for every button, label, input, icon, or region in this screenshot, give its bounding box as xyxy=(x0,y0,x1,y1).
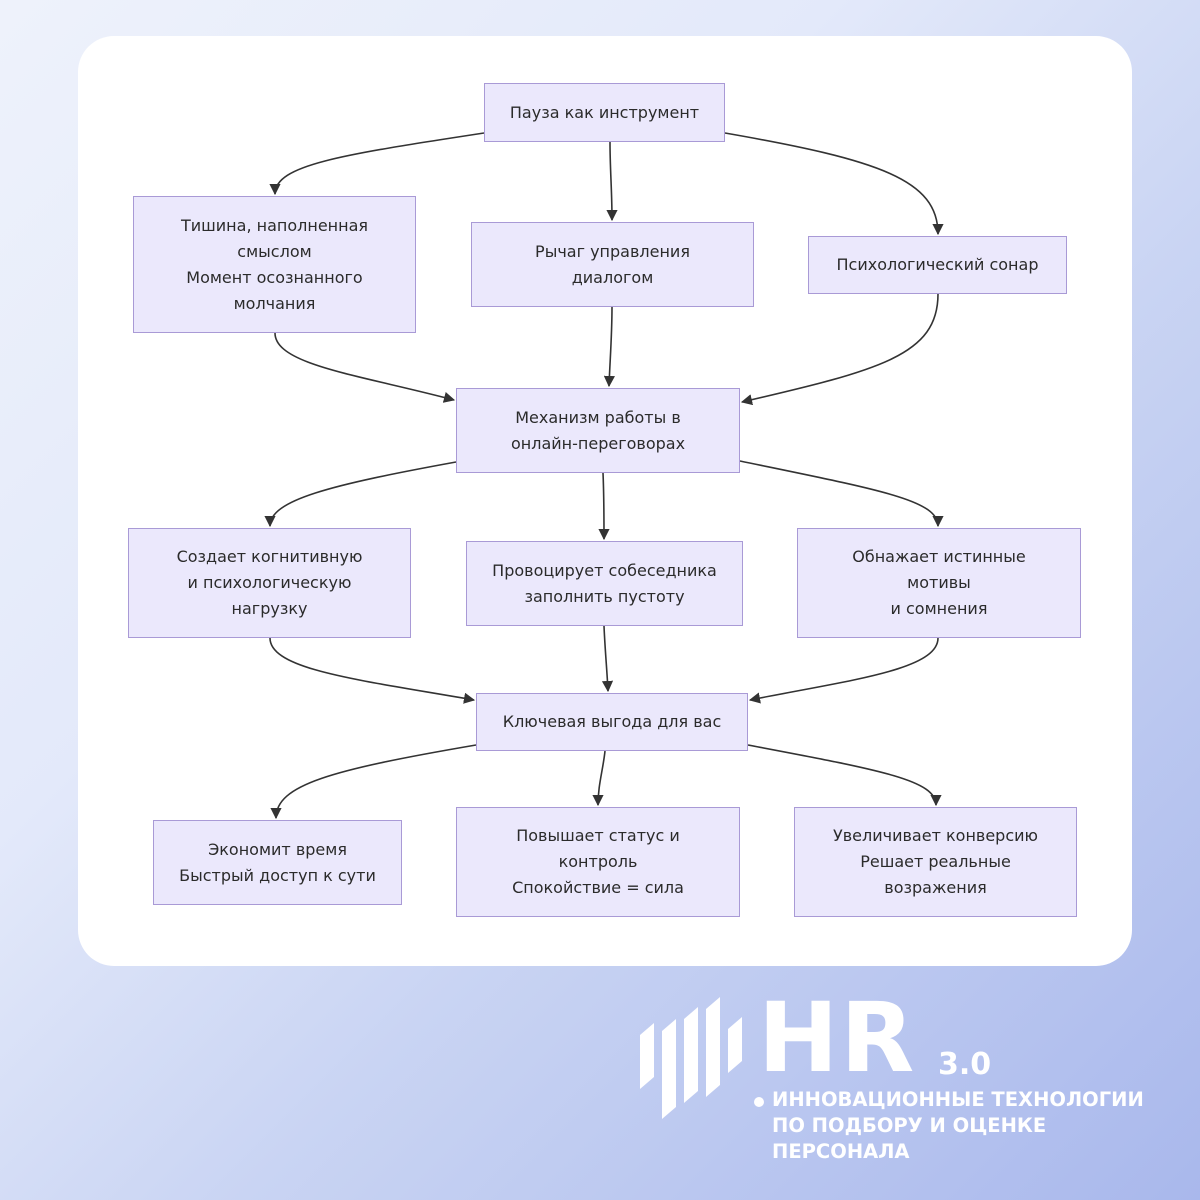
node-text-line: Ключевая выгода для вас xyxy=(502,712,722,731)
node-text-line: Быстрый доступ к сути xyxy=(179,865,376,885)
edge-benefit-to-time xyxy=(270,744,477,820)
logo-brand: HR xyxy=(758,982,917,1094)
edge-pause-to-silence xyxy=(269,132,485,196)
node-text-line: диалогом xyxy=(571,267,654,287)
edge-reveal-to-benefit xyxy=(748,637,939,704)
edge-pause-to-sonar xyxy=(724,132,944,236)
node-text-line: Увеличивает конверсию xyxy=(833,826,1038,845)
node-text-line: Момент осознанного xyxy=(186,267,363,287)
edge-benefit-to-conversion xyxy=(747,744,942,807)
node-text-line: Решает реальные xyxy=(860,852,1011,871)
node-text-line: Спокойствие = сила xyxy=(512,878,684,897)
node-text-line: Пауза как инструмент xyxy=(509,102,700,122)
edge-sonar-to-mechanism xyxy=(740,293,939,406)
logo-version: 3.0 xyxy=(938,1047,992,1082)
node-text-line: Создает когнитивную xyxy=(176,547,363,566)
node-sonar: Психологический сонар xyxy=(808,236,1067,294)
edge-provoke-to-benefit xyxy=(601,625,614,693)
logo-tagline: ИННОВАЦИОННЫЕ ТЕХНОЛОГИИ ПО ПОДБОРУ И ОЦ… xyxy=(772,1087,1144,1165)
node-lever: Рычаг управления диалогом xyxy=(471,222,754,307)
logo-bullet xyxy=(754,1097,764,1107)
node-text-line: возражения xyxy=(884,878,987,897)
node-provoke: Провоцирует собеседника заполнить пустоту xyxy=(466,541,743,626)
edge-mechanism-to-reveal xyxy=(739,460,944,528)
edge-mechanism-to-provoke xyxy=(598,472,610,541)
node-text-line: Механизм работы в xyxy=(515,407,681,427)
node-text-line: контроль xyxy=(558,852,638,871)
node-text-line: молчания xyxy=(233,293,316,313)
node-text-line: Экономит время xyxy=(208,839,347,859)
edge-benefit-to-status xyxy=(592,750,606,807)
edge-pause-to-lever xyxy=(606,141,618,222)
node-load: Создает когнитивную и психологическую нагр… xyxy=(128,528,411,638)
edge-lever-to-mechanism xyxy=(603,306,615,388)
node-text-line: Повышает статус и xyxy=(516,826,680,845)
node-text-line: нагрузку xyxy=(231,599,308,618)
hr-logo: HR 3.0 ИННОВАЦИОННЫЕ ТЕХНОЛОГИИ ПО ПОДБО… xyxy=(640,983,1160,1175)
node-reveal: Обнажает истинные мотивы и сомнения xyxy=(797,528,1081,638)
node-text-line: мотивы xyxy=(907,573,971,592)
node-text-line: Психологический сонар xyxy=(836,255,1039,274)
edge-mechanism-to-load xyxy=(264,461,457,528)
logo-bars-icon xyxy=(640,997,742,1119)
node-text-line: и психологическую xyxy=(187,573,352,592)
logo-tagline-line: ИННОВАЦИОННЫЕ ТЕХНОЛОГИИ xyxy=(772,1088,1144,1111)
node-pause: Пауза как инструмент xyxy=(484,83,725,142)
logo-tagline-line: ПО ПОДБОРУ И ОЦЕНКЕ xyxy=(772,1114,1047,1137)
logo-tagline-line: ПЕРСОНАЛА xyxy=(772,1140,910,1163)
node-text-line: и сомнения xyxy=(890,599,988,618)
edge-silence-to-mechanism xyxy=(274,332,456,403)
node-text-line: смыслом xyxy=(237,241,312,261)
node-text-line: Тишина, наполненная xyxy=(180,215,369,235)
node-text-line: онлайн-переговорах xyxy=(510,433,686,453)
node-mechanism: Механизм работы в онлайн-переговорах xyxy=(456,388,740,473)
edge-load-to-benefit xyxy=(269,637,476,704)
node-text-line: заполнить пустоту xyxy=(524,586,685,606)
node-text-line: Провоцирует собеседника xyxy=(492,560,717,580)
node-benefit: Ключевая выгода для вас xyxy=(476,693,748,751)
node-text-line: Рычаг управления xyxy=(535,241,690,261)
node-text-line: Обнажает истинные xyxy=(852,547,1026,566)
